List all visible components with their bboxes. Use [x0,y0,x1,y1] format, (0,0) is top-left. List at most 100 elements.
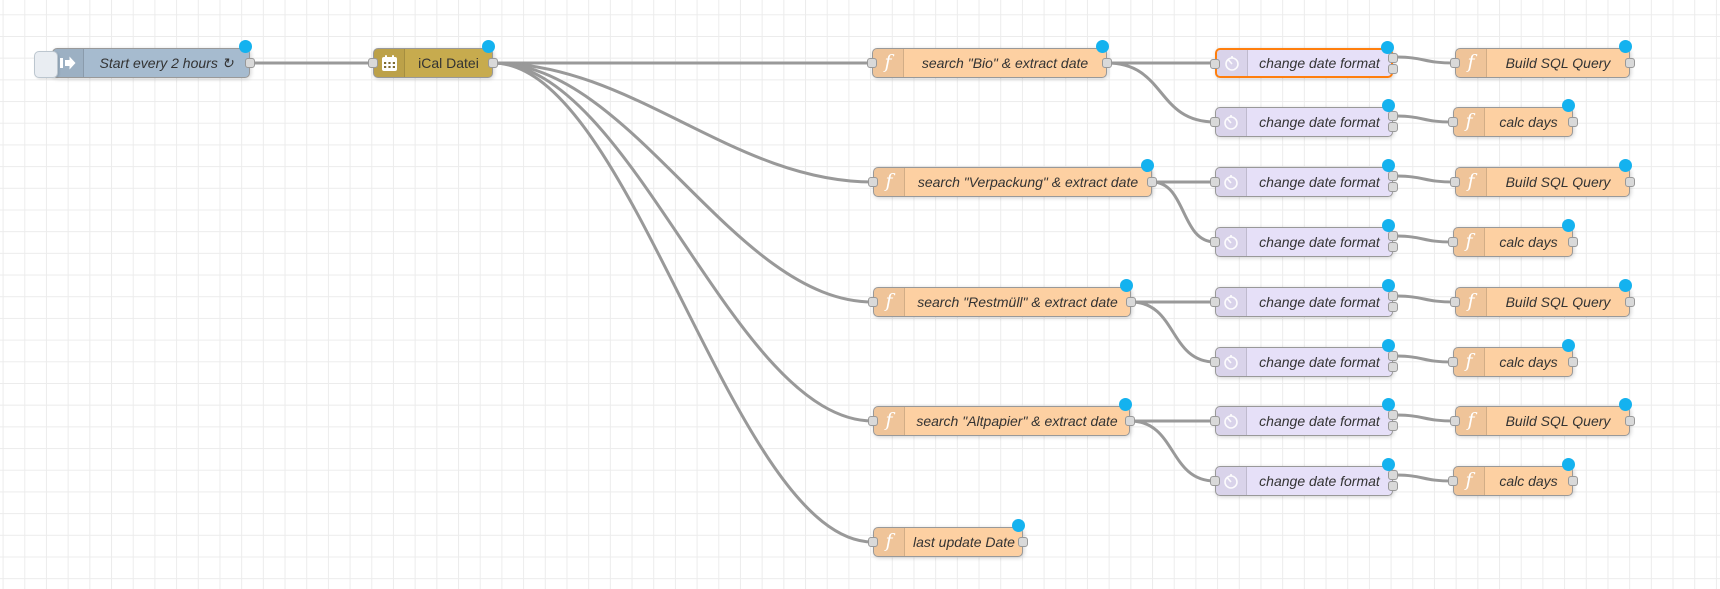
output-port[interactable] [1102,58,1112,68]
output-port-2[interactable] [1388,421,1398,431]
wire-ch2-to-calc1[interactable] [1391,114,1455,124]
node-change-date-format-3[interactable]: change date format [1210,159,1398,197]
node-change-date-format-1[interactable]: change date format [1210,41,1398,78]
input-port[interactable] [1448,476,1458,486]
input-port[interactable] [868,537,878,547]
output-port-2[interactable] [1388,182,1398,192]
node-label: Build SQL Query [1505,294,1611,310]
output-port[interactable] [1568,237,1578,247]
output-port[interactable] [1568,117,1578,127]
wire-ical-to-alt[interactable] [491,61,875,423]
output-port-2[interactable] [1388,302,1398,312]
input-port[interactable] [1210,177,1220,187]
output-port-2[interactable] [1388,64,1398,74]
input-port[interactable] [868,416,878,426]
node-build-sql-query-3[interactable]: f Build SQL Query [1450,279,1635,317]
output-port[interactable] [1625,416,1635,426]
wire-ch1-to-build1[interactable] [1391,55,1457,65]
node-change-date-format-6[interactable]: change date format [1210,339,1398,377]
wire-ical-to-last[interactable] [491,61,875,544]
output-port-1[interactable] [1388,410,1398,420]
input-port[interactable] [1210,117,1220,127]
node-inject-start[interactable]: Start every 2 hours ↻ [34,40,255,78]
output-port-1[interactable] [1388,470,1398,480]
output-port-1[interactable] [1388,351,1398,361]
input-port[interactable] [368,58,378,68]
output-port[interactable] [1126,297,1136,307]
output-port[interactable] [1568,357,1578,367]
wire-ch3-to-build2[interactable] [1391,174,1457,184]
inject-trigger-button[interactable] [34,51,58,78]
input-port[interactable] [867,58,877,68]
output-port-2[interactable] [1388,122,1398,132]
wire-ch4-to-calc2[interactable] [1391,234,1455,244]
input-port[interactable] [1450,58,1460,68]
input-port[interactable] [1210,357,1220,367]
node-label: change date format [1259,294,1380,310]
output-port[interactable] [1625,177,1635,187]
input-port[interactable] [1210,416,1220,426]
input-port[interactable] [1448,117,1458,127]
input-port[interactable] [1450,297,1460,307]
output-port[interactable] [245,58,255,68]
wire-ical-to-rest[interactable] [491,61,875,304]
function-icon: f [874,288,905,316]
output-port[interactable] [1625,297,1635,307]
input-port[interactable] [1448,237,1458,247]
wire-ch6-to-calc3[interactable] [1391,354,1455,364]
input-port[interactable] [1210,59,1220,69]
output-port-2[interactable] [1388,481,1398,491]
input-port[interactable] [1448,357,1458,367]
function-icon: f [1456,288,1487,316]
node-change-date-format-2[interactable]: change date format [1210,99,1398,137]
output-port-1[interactable] [1388,291,1398,301]
input-port[interactable] [1450,416,1460,426]
output-port-1[interactable] [1388,231,1398,241]
node-change-date-format-4[interactable]: change date format [1210,219,1398,257]
wire-ch7-to-build4[interactable] [1391,413,1457,423]
wire-bio-to-ch2[interactable] [1105,61,1217,124]
input-port[interactable] [1450,177,1460,187]
output-port[interactable] [1568,476,1578,486]
output-port[interactable] [488,58,498,68]
node-change-date-format-7[interactable]: change date format [1210,398,1398,436]
output-port[interactable] [1018,537,1028,547]
input-port[interactable] [1210,297,1220,307]
wire-ch5-to-build3[interactable] [1391,294,1457,304]
wire-rest-to-ch6[interactable] [1129,300,1217,364]
wire-verp-to-ch4[interactable] [1150,180,1217,244]
node-change-date-format-5[interactable]: change date format [1210,279,1398,317]
output-port-1[interactable] [1388,53,1398,63]
input-port[interactable] [1210,237,1220,247]
input-port[interactable] [868,297,878,307]
wire-ch8-to-calc4[interactable] [1391,473,1455,483]
output-port[interactable] [1147,177,1157,187]
output-port-2[interactable] [1388,362,1398,372]
function-icon: f [874,168,905,196]
output-port-1[interactable] [1388,111,1398,121]
input-port[interactable] [868,177,878,187]
node-change-date-format-8[interactable]: change date format [1210,458,1398,496]
output-port[interactable] [1625,58,1635,68]
output-port[interactable] [1125,416,1135,426]
wire-ical-to-verp[interactable] [491,61,875,184]
input-port[interactable] [1210,476,1220,486]
wire-alt-to-ch8[interactable] [1128,419,1217,483]
output-port-1[interactable] [1388,171,1398,181]
function-icon: f [1456,407,1487,435]
output-port-2[interactable] [1388,242,1398,252]
node-ical-datei[interactable]: iCal Datei [368,40,498,78]
